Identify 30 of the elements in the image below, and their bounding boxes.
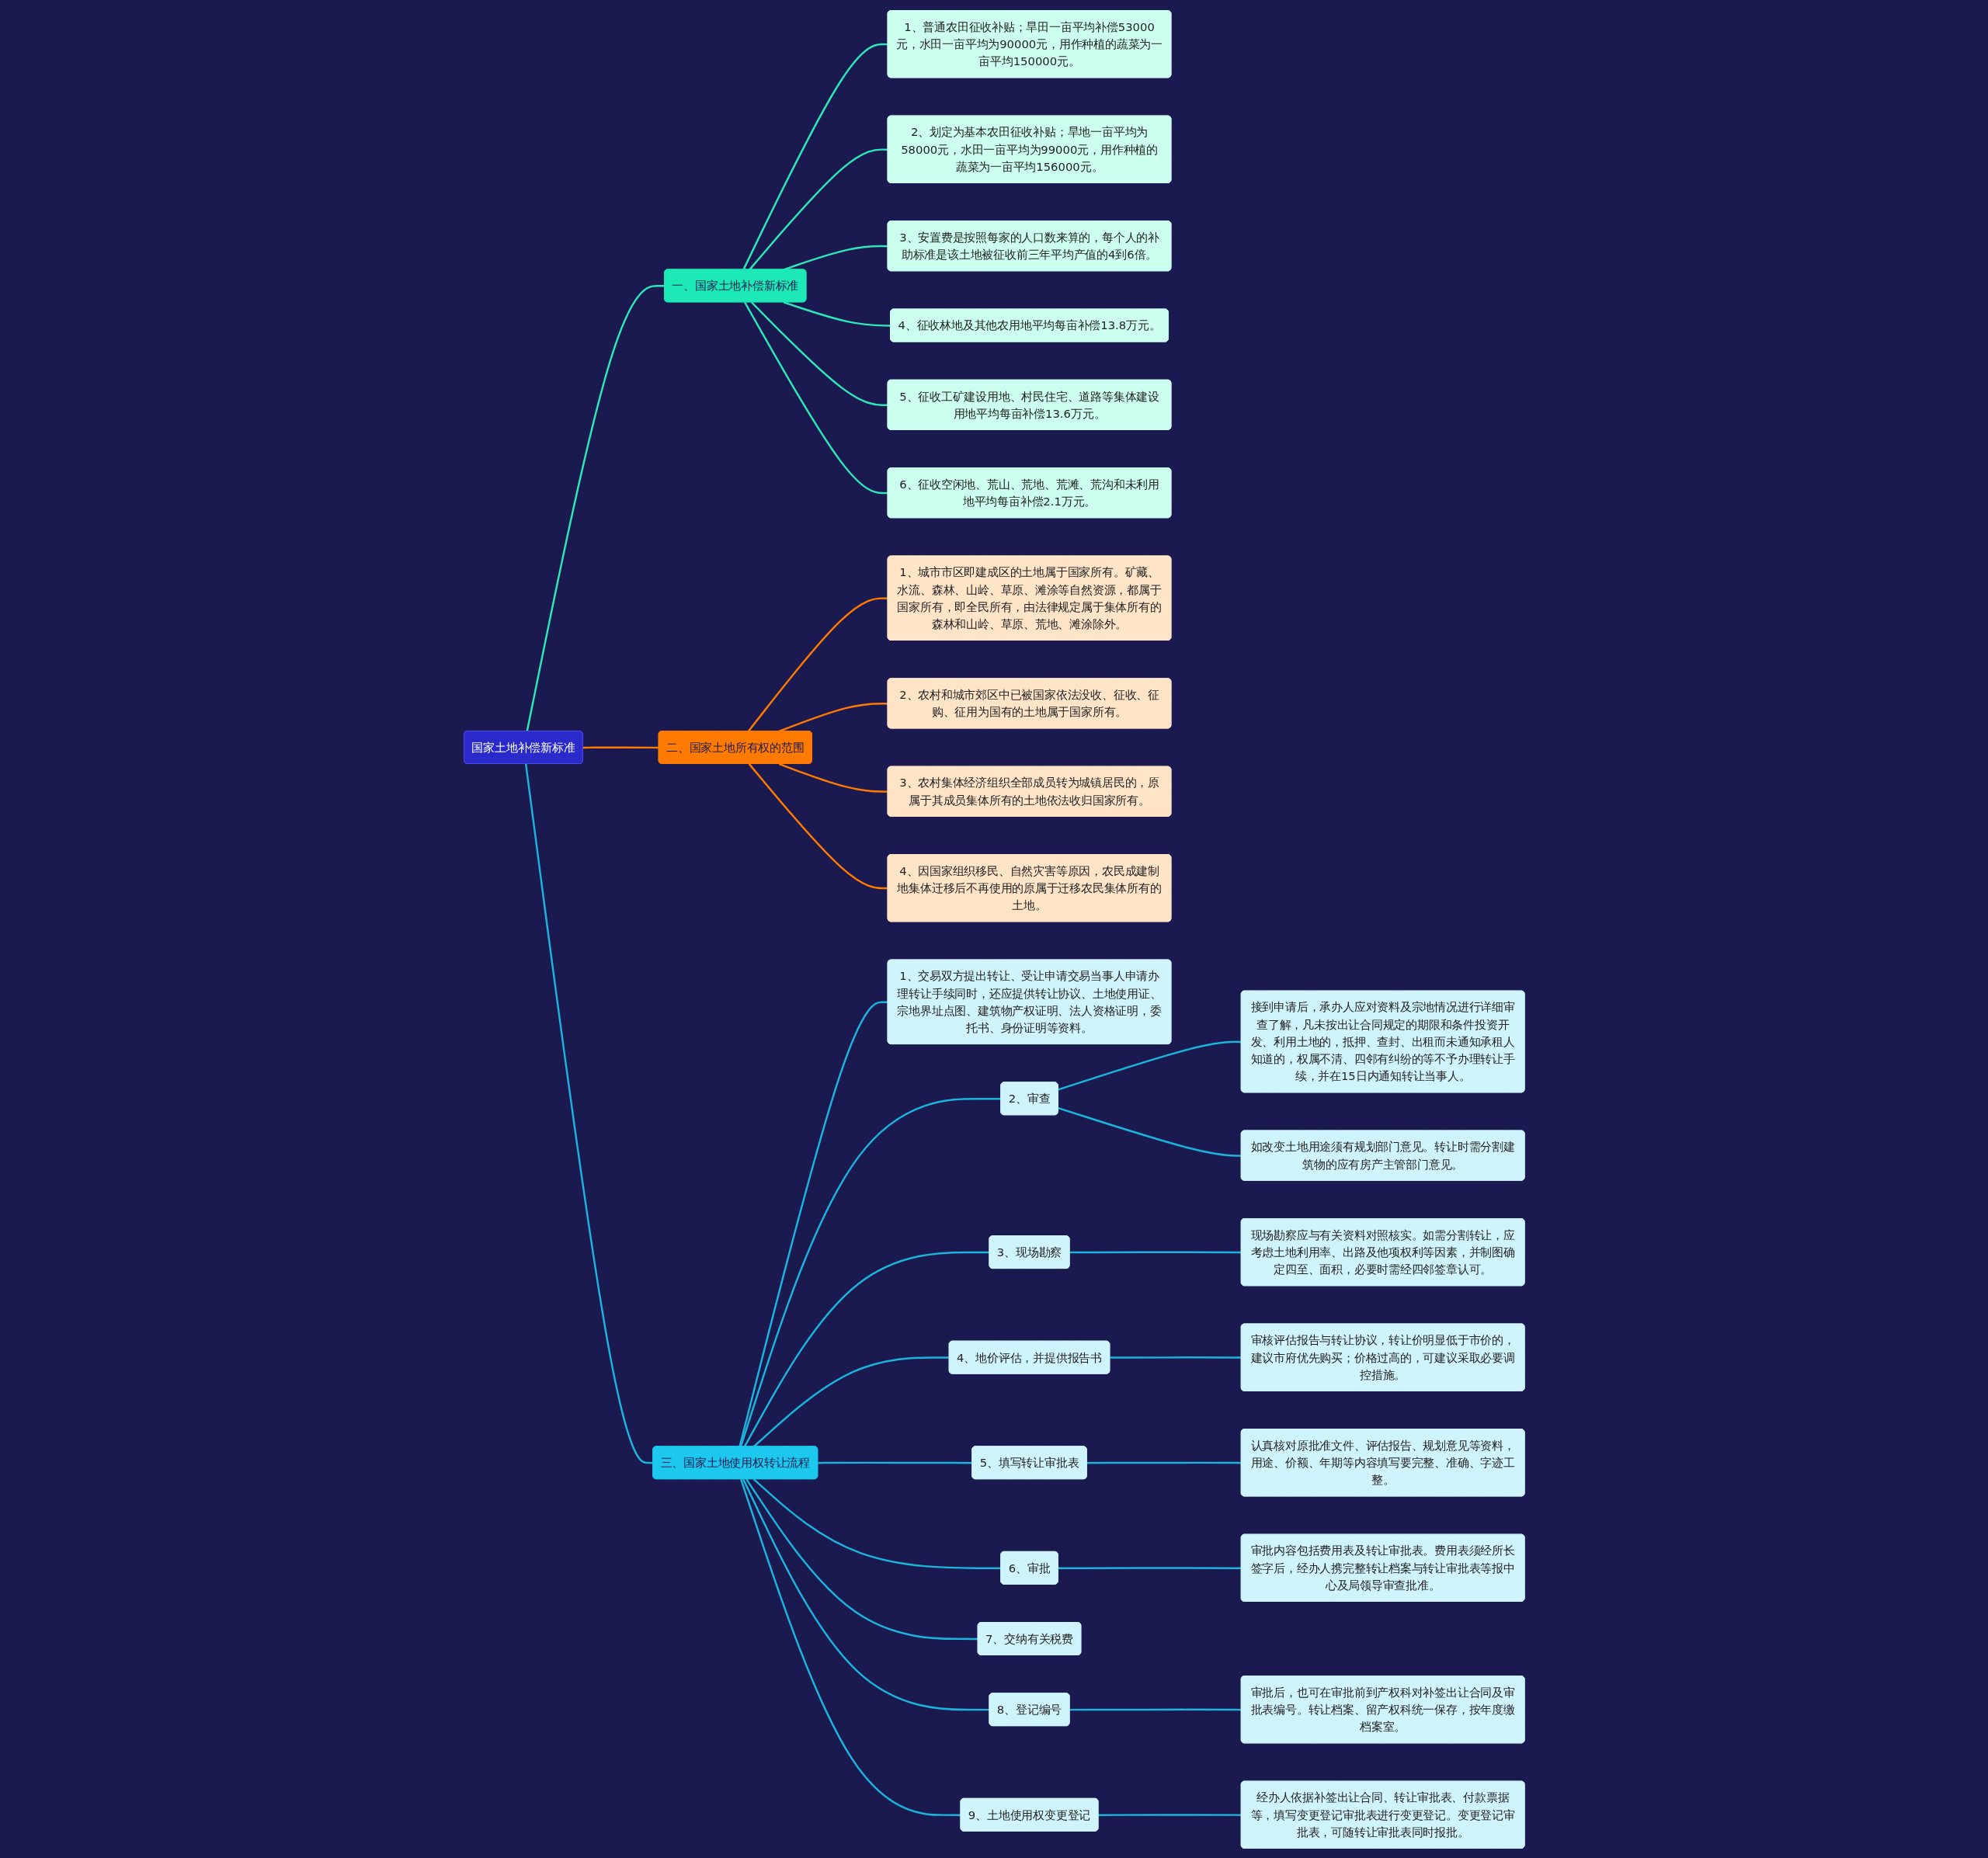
connector (778, 762, 888, 793)
connector (1098, 1813, 1242, 1816)
connector (748, 148, 888, 270)
connector (526, 284, 665, 731)
connector (742, 43, 888, 270)
connector (582, 745, 659, 748)
connector (750, 300, 888, 406)
connector (778, 702, 888, 732)
connector (1069, 1708, 1242, 1710)
connector (524, 763, 653, 1464)
connector (1057, 1040, 1242, 1091)
connector (1058, 1566, 1242, 1569)
connector (743, 301, 888, 494)
connector (1086, 1461, 1242, 1464)
connector (745, 1478, 978, 1640)
mind-map-drawing: 国家土地补偿新标准 一、国家土地补偿新标准 1、普通农田征收补贴；旱田一亩平均补偿53000元，水田一亩平均为90000元，用作种植的蔬菜为一亩平均150000元。 2、划定为基本农田征收补贴；旱地一亩平均为58000元，水田一亩平均为99000元，用作种植的蔬菜为一亩平均156000元。 3、安置费是按照每家的人口数来算的，每个人的补助标准是该土地被征收前三年平均产值的4到6倍。 4、征收林地及其他农用地平均每亩补偿13.8万元。 5、征收工矿建设用地、村民住宅、道路等集体建设用地平均每亩补偿13.6万元。 6、征收空闲地、荒山、荒地、荒滩、荒沟和未利用地平均每亩补偿2.1万元。 二、国家土地所有权的范围 1、城市市区即建成区的土地属于国家所有。矿藏、水流、森林、山岭、草原、滩涂等自然资源，都属于国家所有，即全民所有，由法律规定属于集体所有的森林和山岭、草原、荒地、滩涂除外。 2、农村和城市郊区中已被国家依法没收、征收、征购、征用为国有的土地属于国家所有。 3、农村集体经济组织全部成员转为城镇居民的，原属于其成员集体所有的土地依法收归国家所有。 4、因国家组织移民、自然灾害等原因，农民成建制地集体迁移后不再使用的原属于迁移农民集体所有的土地。 三、国家土地使用权转让流程 1、交易双方提出转让、受让申请交易当事人申请办理转让手续同时，还应提供转让协议、土地使用证、宗地界址点图、建筑物产权证明、法人资格证明，委托书、身份证明等资料。 2、审查 接到申请后，承办人应对资料及宗地情况进行详细审查了解，凡未按出让合同规定的期限和条件投资开发、利用土地的，抵押、查封、出租而未通知承租人知道的，权属不清、四邻有纠纷的等不予办理转让手续，并在15日内通知转让当事人。 如改变土地用途须有规划部门意见。转让时需分割建筑物的应有房产主管部门意见。 3、现场勘察 现场勘察应与有关资料对照核实。如需分割转让，应考虑土地利用率、出路及他项权利等因素，并制图确定四至、面积，必要时需经四邻签章认可。 4、地价评估，并提供报告书 审核评估报告与转让协议，转让价明显低于市价的，建议市府优先购买；价格过高的，可建议采取必要调控措施。 5、填写转让审批表 认真核对原批准文件、评估报告、规划意见等资料，用途、价额、年期等内容填写要完整、准确、字迹工整。 6、审批 审批内容包括费用表及转让审批表。费用表须经所长签字后，经办人携完整转让档案与转让审批表等报中心及局领导审查批准。 7、交纳有关税费 8、登记编号 审批后，也可在审批前到产权科对补签出让合同及审批表编号。转让档案、留产权科统一保存，按年度缴档案室。 9、土地使用权变更登记 经办人依据补签出让合同、转让审批表、付款票据等，填写变更登记审批表进行变更登记。变更登记审批表，可随转让审批表同时报批。 (458, 5, 1530, 1853)
connector (747, 596, 888, 732)
connector (752, 1356, 950, 1447)
connector (1109, 1356, 1242, 1359)
connector (817, 1461, 972, 1464)
connector (1069, 1251, 1242, 1253)
connector (748, 762, 888, 889)
connector (743, 1251, 990, 1447)
connector (742, 1478, 990, 1710)
connector (739, 1097, 1001, 1447)
connector (752, 1478, 1001, 1569)
connector (1057, 1106, 1242, 1157)
connector (739, 1000, 888, 1446)
connector (783, 300, 891, 327)
connector (739, 1478, 961, 1816)
